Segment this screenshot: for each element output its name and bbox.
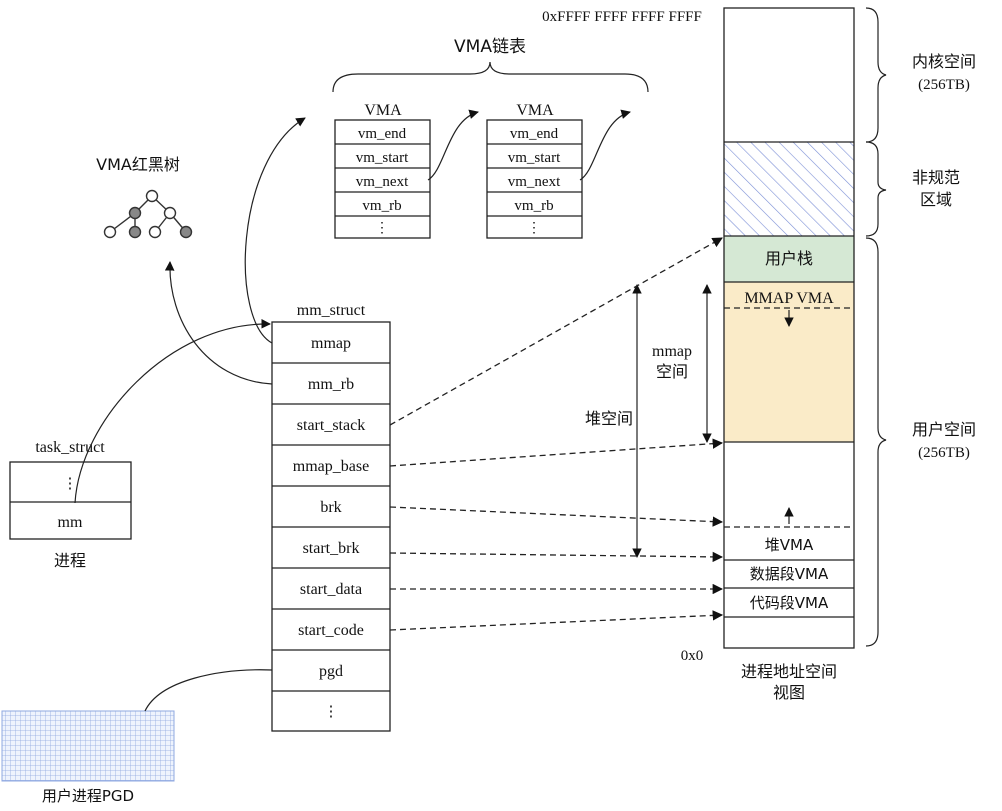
mmap-space-label-2: 空间 — [656, 362, 688, 381]
bottom-address-label: 0x0 — [681, 648, 704, 664]
kernel-space-label-1: 内核空间 — [912, 52, 976, 71]
noncanonical-brace — [865, 141, 887, 237]
noncanonical-region — [724, 142, 854, 236]
rbtree-icon — [103, 189, 193, 239]
mmap-base-pointer — [389, 438, 724, 467]
user-stack-label: 用户栈 — [765, 249, 813, 268]
address-space-caption-2: 视图 — [773, 683, 805, 702]
vm-next-arrow-1 — [427, 109, 479, 181]
vma-node-1-field-vm-rb: vm_rb — [362, 198, 401, 214]
kernel-space-brace — [865, 7, 887, 143]
mmap-to-vma-list-arrow — [244, 117, 306, 344]
vma-node-1: VMA vm_end vm_start vm_next vm_rb ⋮ — [334, 102, 431, 239]
brk-pointer — [389, 506, 724, 527]
noncanonical-label-1: 非规范 — [912, 168, 960, 187]
task-field-ellipsis: ⋮ — [63, 476, 78, 492]
user-pgd-caption: 用户进程PGD — [42, 787, 134, 805]
mm-field-ellipsis: ⋮ — [324, 704, 339, 720]
vma-node-2-header: VMA — [516, 102, 554, 119]
mm-field-pgd: pgd — [319, 663, 343, 680]
user-space-label-1: 用户空间 — [912, 420, 976, 439]
pgd-link — [144, 669, 273, 712]
start-brk-pointer — [389, 551, 724, 563]
mm-to-mm-struct-arrow — [74, 319, 271, 504]
mm-field-mmap-base: mmap_base — [293, 458, 369, 475]
mmap-space-label-1: mmap — [652, 343, 692, 360]
data-vma-label: 数据段VMA — [750, 565, 829, 583]
user-stack-region — [724, 236, 854, 282]
vma-node-1-field-vm-end: vm_end — [358, 126, 407, 142]
vma-node-2-field-vm-rb: vm_rb — [514, 198, 553, 214]
user-space-brace — [865, 237, 887, 647]
task-struct-box: ⋮ mm — [9, 461, 132, 540]
noncanonical-label-2: 区域 — [920, 190, 952, 209]
heap-space-label: 堆空间 — [585, 409, 633, 428]
task-field-mm: mm — [58, 514, 83, 531]
vm-next-arrow-2 — [579, 109, 631, 181]
vma-node-2: VMA vm_end vm_start vm_next vm_rb ⋮ — [486, 102, 583, 239]
kernel-space-label-2: (256TB) — [918, 77, 970, 93]
heap-vma-label: 堆VMA — [765, 536, 814, 554]
rbtree-title: VMA红黑树 — [96, 155, 180, 174]
mm-struct-box: mmap mm_rb start_stack mmap_base brk sta… — [271, 321, 391, 732]
vma-node-2-field-vm-next: vm_next — [508, 174, 561, 190]
mm-field-mmap: mmap — [311, 335, 351, 352]
mm-field-start-data: start_data — [300, 581, 362, 598]
start-code-pointer — [389, 610, 724, 631]
vma-node-2-field-vm-start: vm_start — [508, 150, 561, 166]
vma-node-1-field-vm-next: vm_next — [356, 174, 409, 190]
task-struct-caption: 进程 — [54, 551, 86, 570]
vma-list-title: VMA链表 — [454, 37, 526, 57]
start-stack-pointer — [389, 237, 723, 426]
vma-list-brace — [332, 61, 649, 93]
mmap-vma-label: MMAP VMA — [744, 290, 834, 307]
mm-field-brk: brk — [320, 499, 341, 516]
mm-field-start-code: start_code — [298, 622, 364, 639]
mm-field-start-stack: start_stack — [297, 417, 365, 434]
code-vma-label: 代码段VMA — [750, 594, 829, 612]
vma-node-1-header: VMA — [364, 102, 402, 119]
task-struct-title: task_struct — [35, 439, 105, 456]
user-pgd-grid — [1, 710, 175, 782]
mmrb-to-rbtree-arrow — [164, 261, 273, 385]
mm-field-mm-rb: mm_rb — [308, 376, 354, 393]
address-space-column: 用户栈 MMAP VMA 堆VMA 数据段VMA 代码段VMA — [723, 7, 855, 649]
top-address-label: 0xFFFF FFFF FFFF FFFF — [542, 9, 702, 25]
address-space-caption-1: 进程地址空间 — [741, 662, 837, 681]
mm-field-start-brk: start_brk — [303, 540, 360, 557]
user-space-label-2: (256TB) — [918, 445, 970, 461]
vma-node-2-field-vm-end: vm_end — [510, 126, 559, 142]
vma-node-1-field-vm-start: vm_start — [356, 150, 409, 166]
mm-struct-title: mm_struct — [297, 302, 366, 319]
vma-node-2-field-ellipsis: ⋮ — [527, 221, 541, 236]
vma-node-1-field-ellipsis: ⋮ — [375, 221, 389, 236]
mmap-region — [724, 282, 854, 442]
